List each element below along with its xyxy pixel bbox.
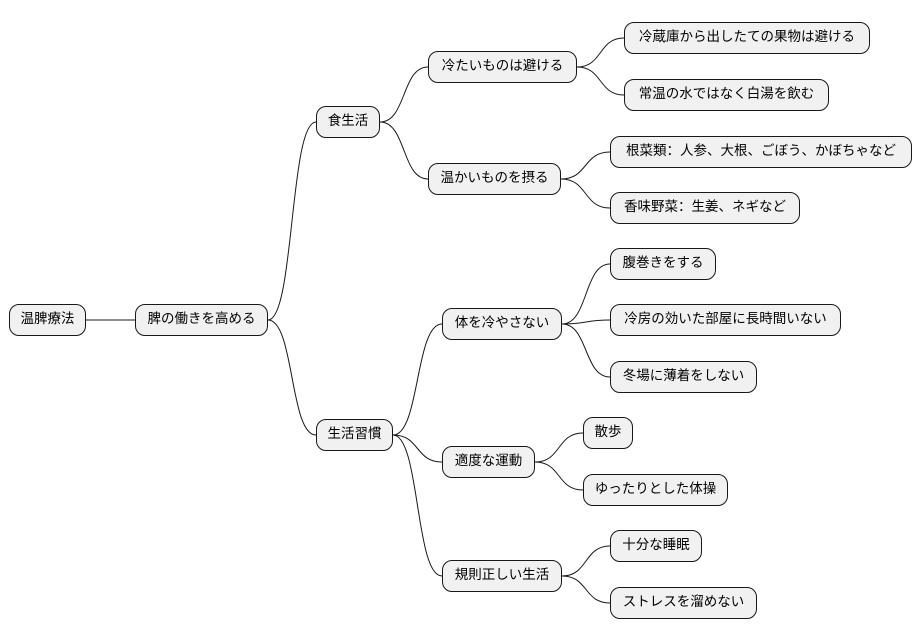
leaf-winter-clothing: 冬場に薄着をしない xyxy=(610,361,757,393)
leaf-fruit: 冷蔵庫から出したての果物は避ける xyxy=(624,22,870,54)
leaf-gentle-exercise: ゆったりとした体操 xyxy=(583,474,728,506)
edge-node-diet-to-node-avoid-cold xyxy=(379,66,429,123)
node-avoid-cold: 冷たいものは避ける xyxy=(428,51,577,83)
edge-node-keep-warm-to-leaf-belly-band xyxy=(561,263,611,325)
leaf-stress: ストレスを溜めない xyxy=(610,587,757,619)
node-diet: 食生活 xyxy=(316,106,380,138)
edge-node-main-to-node-diet xyxy=(267,121,317,321)
edge-node-avoid-cold-to-leaf-fruit xyxy=(576,37,625,68)
node-main: 脾の働きを高める xyxy=(135,304,268,336)
edge-node-diet-to-node-eat-warm xyxy=(379,121,429,180)
edge-node-habits-to-node-regular-life xyxy=(392,434,443,577)
edge-node-keep-warm-to-leaf-air-conditioning xyxy=(561,319,611,325)
edge-node-regular-life-to-leaf-sleep xyxy=(561,545,611,577)
node-regular-life: 規則正しい生活 xyxy=(442,560,562,592)
node-root: 温脾療法 xyxy=(9,304,86,336)
edge-node-habits-to-node-keep-warm xyxy=(392,323,443,436)
edge-node-keep-warm-to-leaf-winter-clothing xyxy=(561,323,611,378)
node-exercise: 適度な運動 xyxy=(442,446,535,478)
leaf-root-vegetables: 根菜類：人参、大根、ごぼう、かぼちゃなど xyxy=(610,136,912,168)
edge-node-main-to-node-habits xyxy=(267,319,317,436)
edge-node-eat-warm-to-leaf-aromatic-vegetables xyxy=(560,178,611,209)
node-keep-warm: 体を冷やさない xyxy=(442,308,562,340)
edge-node-eat-warm-to-leaf-root-vegetables xyxy=(560,151,611,180)
edge-node-regular-life-to-leaf-stress xyxy=(561,575,611,604)
leaf-aromatic-vegetables: 香味野菜：生姜、ネギなど xyxy=(610,192,800,224)
edge-node-exercise-to-leaf-gentle-exercise xyxy=(534,461,584,491)
edge-node-exercise-to-leaf-walk xyxy=(534,432,584,463)
edge-node-avoid-cold-to-leaf-hot-water xyxy=(576,66,625,96)
node-habits: 生活習慣 xyxy=(316,419,393,451)
leaf-belly-band: 腹巻きをする xyxy=(610,248,716,280)
leaf-hot-water: 常温の水ではなく白湯を飲む xyxy=(624,79,829,111)
node-eat-warm: 温かいものを摂る xyxy=(428,163,561,195)
edge-node-habits-to-node-exercise xyxy=(392,434,443,463)
leaf-walk: 散歩 xyxy=(583,417,633,449)
leaf-sleep: 十分な睡眠 xyxy=(610,530,702,562)
leaf-air-conditioning: 冷房の効いた部屋に長時間いない xyxy=(610,304,841,336)
